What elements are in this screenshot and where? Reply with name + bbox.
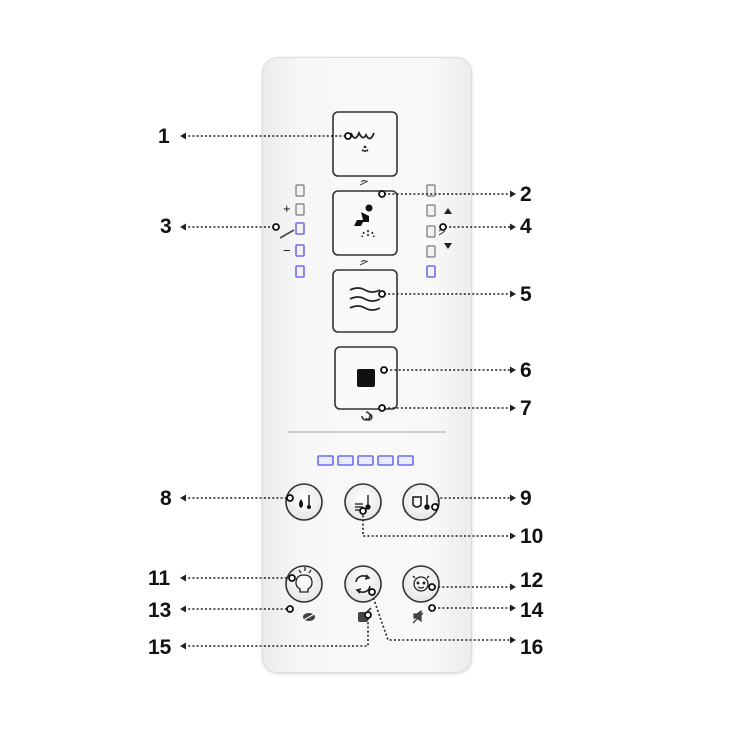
callout-lines: [184, 135, 512, 647]
callout-number-7: 7: [520, 397, 532, 420]
water-temperature-icon: [299, 495, 311, 509]
bidet-wash-icon: [354, 204, 375, 238]
callout-number-8: 8: [160, 487, 172, 510]
bidet-wash-button[interactable]: [332, 190, 398, 256]
plus-label: +: [283, 201, 291, 216]
light-off-icon: [301, 612, 317, 622]
night-light-icon: [295, 567, 313, 593]
callout-arrowheads: [180, 132, 516, 650]
bottom-led-row: [317, 455, 414, 466]
callout-number-15: 15: [148, 636, 172, 659]
minus-label: −: [283, 243, 291, 258]
stop-icon: [357, 369, 375, 387]
mute-icon: [412, 609, 424, 624]
callout-number-1: 1: [158, 125, 170, 148]
callout-anchor-dots: [272, 132, 447, 619]
callout-number-13: 13: [148, 599, 172, 622]
callout-number-2: 2: [520, 183, 532, 206]
callout-number-10: 10: [520, 525, 544, 548]
callout-number-4: 4: [520, 215, 532, 238]
bidet-small-icon: [359, 259, 369, 266]
callout-number-16: 16: [520, 636, 544, 659]
left-level-indicators: [273, 184, 305, 278]
seat-temperature-button[interactable]: [402, 483, 440, 521]
child-mode-icon: [412, 575, 430, 592]
deodorizer-icon: [361, 411, 373, 421]
right-level-indicators: [426, 184, 452, 278]
callout-number-14: 14: [520, 599, 544, 622]
callout-number-5: 5: [520, 283, 532, 306]
water-temperature-button[interactable]: [285, 483, 323, 521]
dryer-icon: [349, 287, 381, 311]
dryer-button[interactable]: [332, 269, 398, 333]
auto-clean-icon: [355, 574, 371, 594]
rear-wash-button[interactable]: [332, 111, 398, 177]
callout-number-6: 6: [520, 359, 532, 382]
rear-wash-small-icon: [359, 179, 369, 186]
child-mode-button[interactable]: [402, 565, 440, 603]
callout-number-11: 11: [148, 567, 171, 590]
callout-number-3: 3: [160, 215, 172, 238]
rear-wash-icon: [350, 130, 375, 153]
callout-number-9: 9: [520, 487, 532, 510]
night-light-button[interactable]: [285, 565, 323, 603]
auto-clean-button[interactable]: [344, 565, 382, 603]
callout-number-12: 12: [520, 569, 544, 592]
seat-temperature-icon: [412, 495, 430, 510]
stop-button[interactable]: [334, 346, 398, 410]
